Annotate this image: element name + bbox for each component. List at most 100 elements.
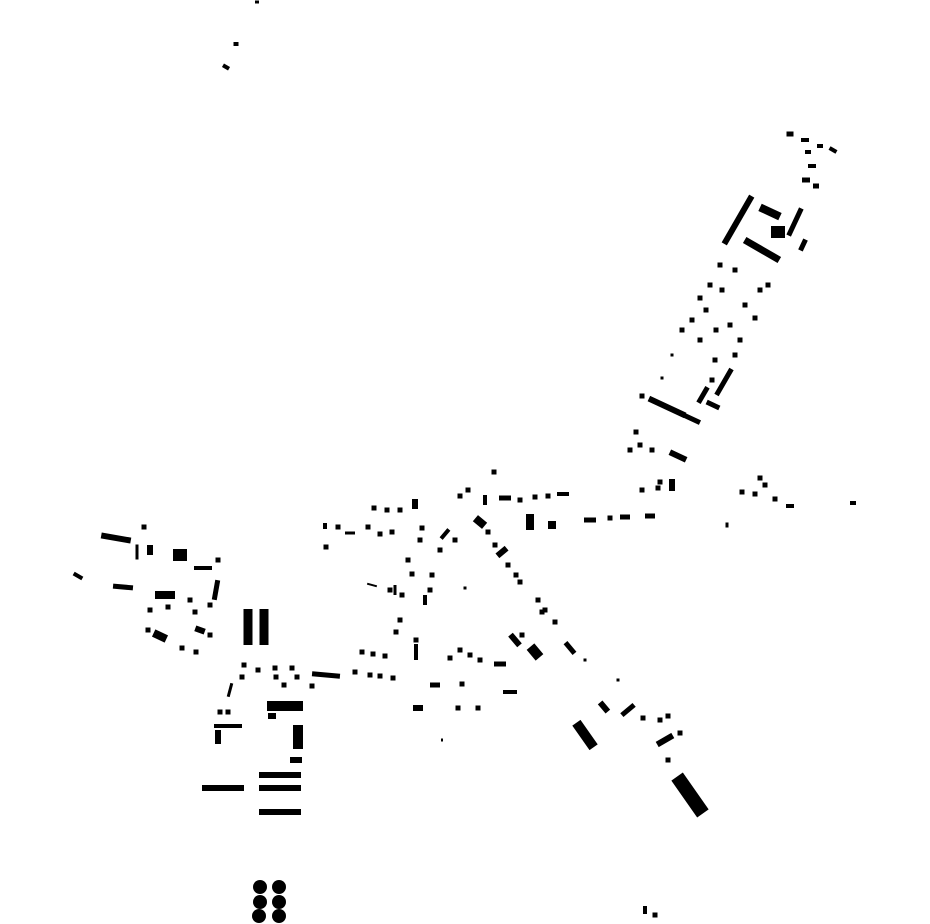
building-footprint bbox=[655, 732, 675, 748]
building-footprint bbox=[671, 772, 709, 818]
building-footprint bbox=[207, 602, 213, 608]
building-footprint bbox=[639, 393, 645, 399]
building-footprint bbox=[477, 657, 483, 663]
building-footprint bbox=[499, 495, 511, 501]
building-footprint bbox=[712, 357, 718, 363]
building-footprint bbox=[483, 495, 487, 505]
building-footprint bbox=[221, 63, 231, 71]
building-footprint bbox=[752, 491, 758, 497]
building-footprint bbox=[817, 144, 823, 148]
round-building-footprint bbox=[253, 880, 267, 894]
building-footprint bbox=[452, 537, 458, 543]
building-footprint bbox=[463, 586, 467, 590]
building-footprint bbox=[323, 523, 327, 529]
building-footprint bbox=[429, 572, 435, 578]
building-footprint bbox=[492, 542, 498, 548]
building-footprint bbox=[194, 625, 206, 635]
building-footprint bbox=[801, 138, 809, 142]
round-building-footprint bbox=[272, 880, 286, 894]
building-footprint bbox=[457, 493, 463, 499]
building-footprint bbox=[472, 515, 488, 529]
building-footprint bbox=[495, 545, 509, 559]
building-footprint bbox=[165, 604, 171, 610]
building-footprint bbox=[239, 674, 245, 680]
building-footprint bbox=[725, 522, 729, 528]
building-footprint bbox=[151, 629, 169, 643]
building-footprint bbox=[243, 609, 253, 645]
building-footprint bbox=[517, 579, 523, 585]
building-footprint bbox=[393, 585, 397, 595]
building-footprint bbox=[335, 524, 341, 530]
building-footprint bbox=[377, 673, 383, 679]
building-footprint bbox=[620, 702, 636, 718]
building-footprint bbox=[309, 683, 315, 689]
building-footprint bbox=[703, 307, 709, 313]
building-footprint bbox=[259, 772, 301, 778]
building-footprint bbox=[633, 429, 639, 435]
building-footprint bbox=[193, 649, 199, 655]
building-footprint bbox=[655, 485, 661, 491]
building-footprint bbox=[475, 705, 481, 711]
building-footprint bbox=[697, 295, 703, 301]
building-footprint bbox=[742, 236, 782, 264]
building-footprint bbox=[465, 487, 471, 493]
building-footprint bbox=[323, 544, 329, 550]
building-footprint bbox=[419, 525, 425, 531]
building-footprint bbox=[405, 557, 411, 563]
building-footprint bbox=[409, 571, 415, 577]
building-footprint bbox=[397, 507, 403, 513]
building-footprint bbox=[112, 583, 134, 591]
building-footprint bbox=[413, 637, 419, 643]
building-footprint bbox=[414, 644, 418, 660]
building-footprint bbox=[505, 562, 511, 568]
building-footprint bbox=[359, 649, 365, 655]
building-footprint bbox=[679, 327, 685, 333]
building-footprint bbox=[211, 579, 221, 601]
building-footprint bbox=[584, 517, 596, 523]
building-footprint bbox=[267, 701, 303, 711]
building-footprint bbox=[771, 226, 785, 238]
building-footprint bbox=[647, 395, 687, 419]
building-footprint bbox=[719, 287, 725, 293]
building-footprint bbox=[563, 641, 577, 655]
building-footprint bbox=[367, 672, 373, 678]
building-footprint bbox=[652, 912, 658, 918]
building-footprint bbox=[705, 399, 721, 411]
building-footprint bbox=[255, 0, 259, 4]
building-footprint bbox=[677, 730, 683, 736]
building-footprint bbox=[665, 713, 671, 719]
building-footprint bbox=[526, 514, 534, 530]
building-footprint bbox=[268, 713, 276, 719]
building-footprint bbox=[668, 449, 688, 463]
building-footprint bbox=[147, 545, 153, 555]
building-footprint bbox=[226, 682, 234, 698]
building-footprint bbox=[850, 501, 856, 505]
building-footprint bbox=[215, 730, 221, 744]
building-footprint bbox=[459, 681, 465, 687]
building-footprint bbox=[828, 146, 838, 154]
building-footprint bbox=[757, 475, 763, 481]
building-footprint bbox=[393, 629, 399, 635]
building-footprint bbox=[707, 282, 713, 288]
building-footprint bbox=[670, 353, 674, 357]
building-footprint bbox=[371, 505, 377, 511]
building-footprint bbox=[217, 709, 223, 715]
building-footprint bbox=[552, 619, 558, 625]
building-footprint bbox=[290, 757, 302, 763]
round-building-footprint bbox=[253, 895, 267, 909]
building-footprint bbox=[772, 496, 778, 502]
building-footprint bbox=[215, 557, 221, 563]
building-footprint bbox=[557, 492, 569, 496]
building-footprint bbox=[709, 377, 715, 383]
building-footprint bbox=[517, 497, 523, 503]
building-footprint bbox=[689, 317, 695, 323]
building-footprint bbox=[281, 682, 287, 688]
building-footprint bbox=[732, 352, 738, 358]
building-footprint bbox=[805, 150, 811, 154]
building-footprint bbox=[387, 587, 393, 593]
building-footprint bbox=[548, 521, 556, 529]
building-footprint bbox=[491, 469, 497, 475]
building-footprint bbox=[155, 591, 175, 599]
round-building-footprint bbox=[272, 895, 286, 909]
